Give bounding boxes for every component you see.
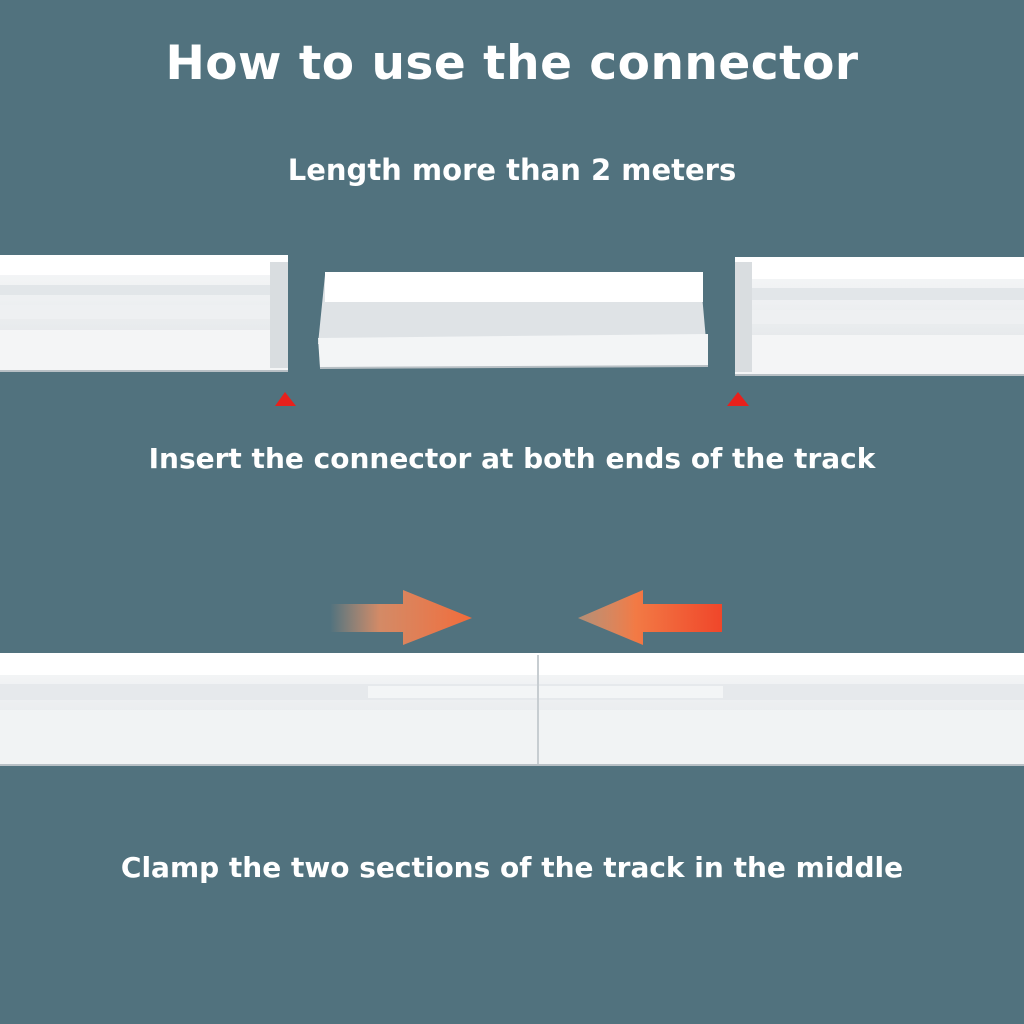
step2-caption: Clamp the two sections of the track in t…	[120, 851, 904, 884]
right-track-section	[735, 257, 1024, 376]
left-insert-marker	[275, 392, 296, 406]
arrow-right-icon	[330, 590, 472, 645]
right-insert-marker	[727, 392, 749, 406]
connector-piece	[318, 272, 709, 369]
joined-track	[0, 653, 1024, 766]
arrow-left-icon	[578, 590, 722, 645]
length-note: Length more than 2 meters	[287, 153, 737, 187]
left-track-section	[0, 255, 288, 372]
step1-caption: Insert the connector at both ends of the…	[148, 442, 876, 475]
page-title: How to use the connector	[165, 36, 859, 91]
